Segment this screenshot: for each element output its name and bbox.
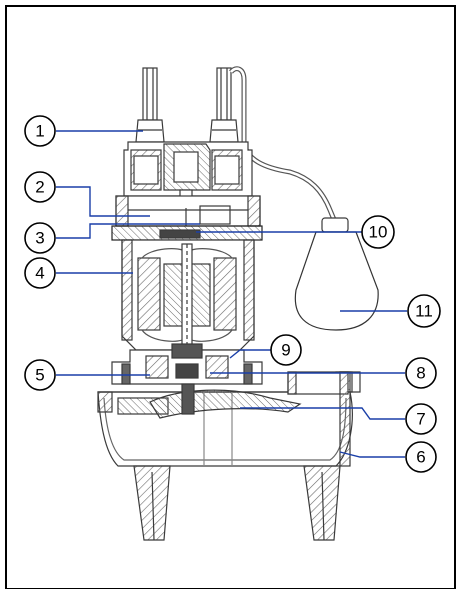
power-cables bbox=[135, 67, 239, 143]
callout-label-2: 2 bbox=[35, 178, 44, 197]
motor-housing bbox=[121, 239, 255, 385]
upper-flange bbox=[115, 195, 261, 227]
callout-3: 3 bbox=[24, 222, 56, 254]
callout-label-8: 8 bbox=[416, 364, 425, 383]
callout-label-3: 3 bbox=[35, 229, 44, 248]
leader-lines bbox=[56, 130, 407, 458]
callout-1: 1 bbox=[24, 115, 56, 147]
callout-label-7: 7 bbox=[416, 410, 425, 429]
frame-border bbox=[5, 5, 456, 589]
callout-label-9: 9 bbox=[281, 341, 290, 360]
callout-7: 7 bbox=[405, 403, 437, 435]
callout-9: 9 bbox=[270, 334, 302, 366]
callout-11: 11 bbox=[407, 294, 441, 328]
callout-5: 5 bbox=[24, 359, 56, 391]
callout-label-11: 11 bbox=[415, 302, 433, 321]
pump-legs bbox=[133, 465, 341, 541]
leader-line-2 bbox=[56, 186, 150, 217]
callout-label-4: 4 bbox=[35, 264, 44, 283]
pump-drawing bbox=[97, 66, 379, 541]
callout-10: 10 bbox=[361, 215, 395, 249]
callout-2: 2 bbox=[24, 171, 56, 203]
callout-label-6: 6 bbox=[416, 448, 425, 467]
callout-label-5: 5 bbox=[35, 366, 44, 385]
leader-line-3 bbox=[56, 223, 200, 239]
callout-markers: 1 2 3 4 5 6 7 8 bbox=[24, 115, 441, 473]
callout-6: 6 bbox=[405, 441, 437, 473]
pump-volute bbox=[97, 371, 361, 467]
callout-8: 8 bbox=[405, 357, 437, 389]
callout-label-1: 1 bbox=[35, 122, 44, 141]
top-cover bbox=[123, 141, 253, 209]
float-switch bbox=[294, 217, 379, 331]
callout-label-10: 10 bbox=[369, 223, 388, 242]
callout-4: 4 bbox=[24, 257, 56, 289]
leader-line-7 bbox=[240, 407, 405, 420]
leader-line-9 bbox=[229, 349, 271, 359]
leader-line-6 bbox=[339, 451, 405, 458]
